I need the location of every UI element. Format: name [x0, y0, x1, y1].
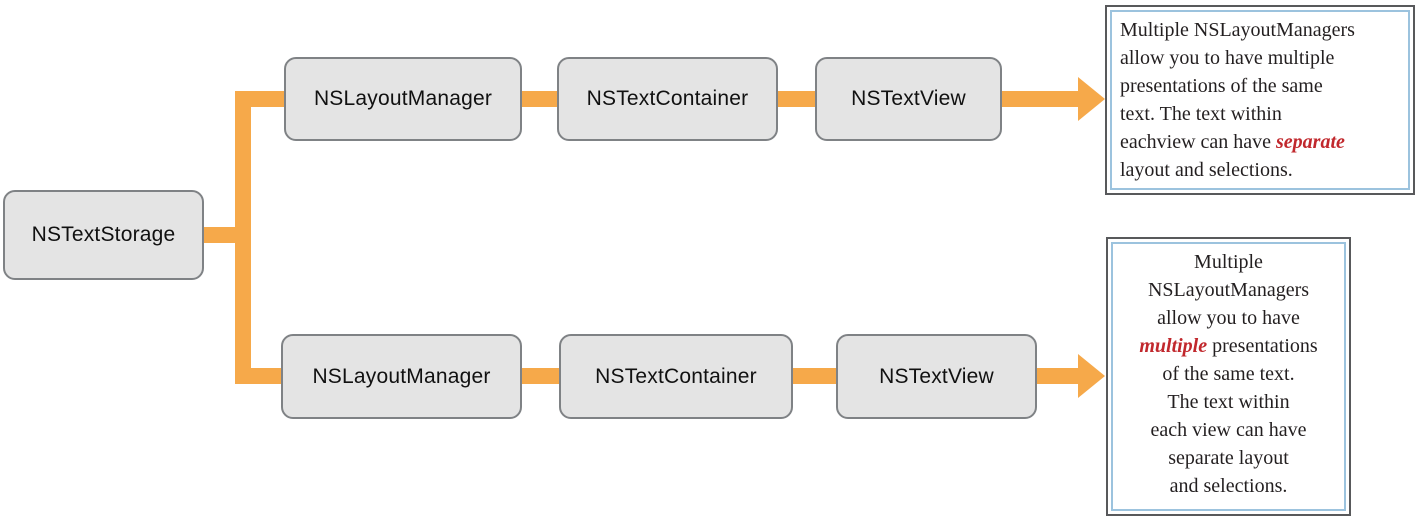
node-label: NSLayoutManager [313, 87, 493, 110]
emphasized-text: multiple [1139, 335, 1208, 357]
callout-line: allow you to have multiple [1120, 44, 1400, 72]
callout-line: Multiple [1121, 248, 1336, 276]
connector-storage-stub [204, 227, 251, 243]
callout-text-span: Multiple NSLayoutManagers [1120, 19, 1355, 41]
connector-top-lm-tc [522, 91, 557, 107]
node-top-nslayoutmanager: NSLayoutManager [284, 57, 522, 141]
node-label: NSLayoutManager [312, 364, 491, 388]
callout-text-span: presentations of the same [1120, 75, 1323, 97]
connector-top-tc-tv [778, 91, 815, 107]
connector-branch-top [235, 91, 284, 107]
callout-text-span: NSLayoutManagers [1147, 279, 1310, 301]
arrowhead-bottom-icon [1078, 354, 1105, 398]
callout-line: multiple presentations [1121, 332, 1336, 360]
callout-line: layout and selections. [1120, 156, 1400, 184]
connector-top-arrow-shaft [1002, 91, 1078, 107]
callout-text-span: eachview can have [1120, 131, 1277, 153]
callout-text-span: layout and selections. [1120, 159, 1293, 181]
callout-line: Multiple NSLayoutManagers [1120, 16, 1400, 44]
node-bottom-nstextcontainer: NSTextContainer [559, 334, 793, 419]
callout-text-span: and selections. [1169, 475, 1288, 497]
callout-text-span: The text within [1167, 391, 1290, 413]
callout-text-span: allow you to have [1157, 307, 1300, 329]
node-nstextstorage: NSTextStorage [3, 190, 204, 280]
callout-line: NSLayoutManagers [1121, 276, 1336, 304]
callout-text-span: text. The text within [1120, 103, 1282, 125]
node-bottom-nstextview: NSTextView [836, 334, 1037, 419]
callout-line: The text within [1121, 388, 1336, 416]
callout-line: eachview can have separate [1120, 128, 1400, 156]
node-top-nstextcontainer: NSTextContainer [557, 57, 778, 141]
callout-line: allow you to have [1121, 304, 1336, 332]
connector-bottom-tc-tv [793, 368, 836, 384]
callout-text-span: each view can have [1150, 419, 1307, 441]
connector-branch-bottom [235, 368, 284, 384]
callout-text-span: separate layout [1168, 447, 1289, 469]
callout-line: each view can have [1121, 416, 1336, 444]
callout-text-span: Multiple [1194, 251, 1263, 273]
callout-text-span: presentations [1207, 335, 1318, 357]
callout-line: and selections. [1121, 472, 1336, 500]
callout-top-text: Multiple NSLayoutManagers allow you to ha… [1110, 10, 1410, 190]
callout-line: of the same text. [1121, 360, 1336, 388]
connector-bottom-arrow-shaft [1037, 368, 1078, 384]
connector-bottom-lm-tc [522, 368, 559, 384]
node-label: NSTextStorage [31, 223, 176, 246]
node-bottom-nslayoutmanager: NSLayoutManager [281, 334, 522, 419]
node-label: NSTextContainer [586, 87, 749, 110]
callout-line: separate layout [1121, 444, 1336, 472]
emphasized-text: separate [1276, 131, 1345, 153]
node-top-nstextview: NSTextView [815, 57, 1002, 141]
arrowhead-top-icon [1078, 77, 1105, 121]
callout-line: presentations of the same [1120, 72, 1400, 100]
callout-text-span: of the same text. [1162, 363, 1295, 385]
node-label: NSTextContainer [595, 364, 757, 388]
node-label: NSTextView [851, 87, 966, 110]
callout-line: text. The text within [1120, 100, 1400, 128]
callout-text-span: allow you to have multiple [1120, 47, 1335, 69]
node-label: NSTextView [879, 364, 994, 388]
callout-top: Multiple NSLayoutManagers allow you to ha… [1105, 5, 1415, 195]
